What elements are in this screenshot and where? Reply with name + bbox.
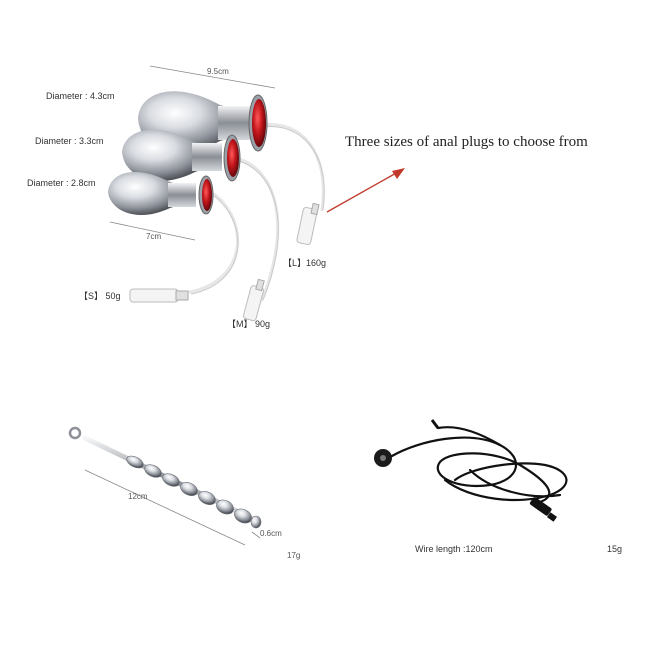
diameter-small-label: Diameter : 2.8cm (27, 178, 96, 188)
dimension-line-small (109, 221, 196, 241)
dimension-line-length (149, 65, 276, 89)
weight-large-label: 【L】160g (283, 258, 327, 268)
diameter-large-label: Diameter : 4.3cm (46, 91, 115, 101)
pointer-arrow (326, 168, 405, 213)
connector-medium (242, 278, 265, 322)
plug-medium (122, 129, 241, 182)
diameter-medium-label: Diameter : 3.3cm (35, 136, 104, 146)
cable-weight-label: 15g (607, 544, 623, 554)
connector-small (129, 288, 189, 303)
sound-diameter-label: 0.6cm (260, 529, 282, 538)
dimension-line-sound (84, 469, 246, 546)
urethral-sound (68, 426, 262, 529)
sound-weight-label: 17g (287, 551, 301, 560)
plug-length-label: 9.5cm (207, 67, 229, 76)
headline-text: Three sizes of anal plugs to choose from (345, 134, 588, 150)
weight-medium-label: 【M】 90g (227, 319, 271, 329)
weight-small-label: 【S】 50g (79, 291, 121, 301)
dimension-tick-sound (251, 531, 261, 539)
connector-large (296, 202, 320, 246)
plug-wire-shadows (190, 125, 325, 301)
sound-length-label: 12cm (128, 492, 148, 501)
wire-length-label: Wire length :120cm (415, 544, 493, 554)
small-plug-length-label: 7cm (146, 232, 162, 241)
plug-small (108, 171, 214, 216)
electrode-cable (374, 419, 568, 522)
